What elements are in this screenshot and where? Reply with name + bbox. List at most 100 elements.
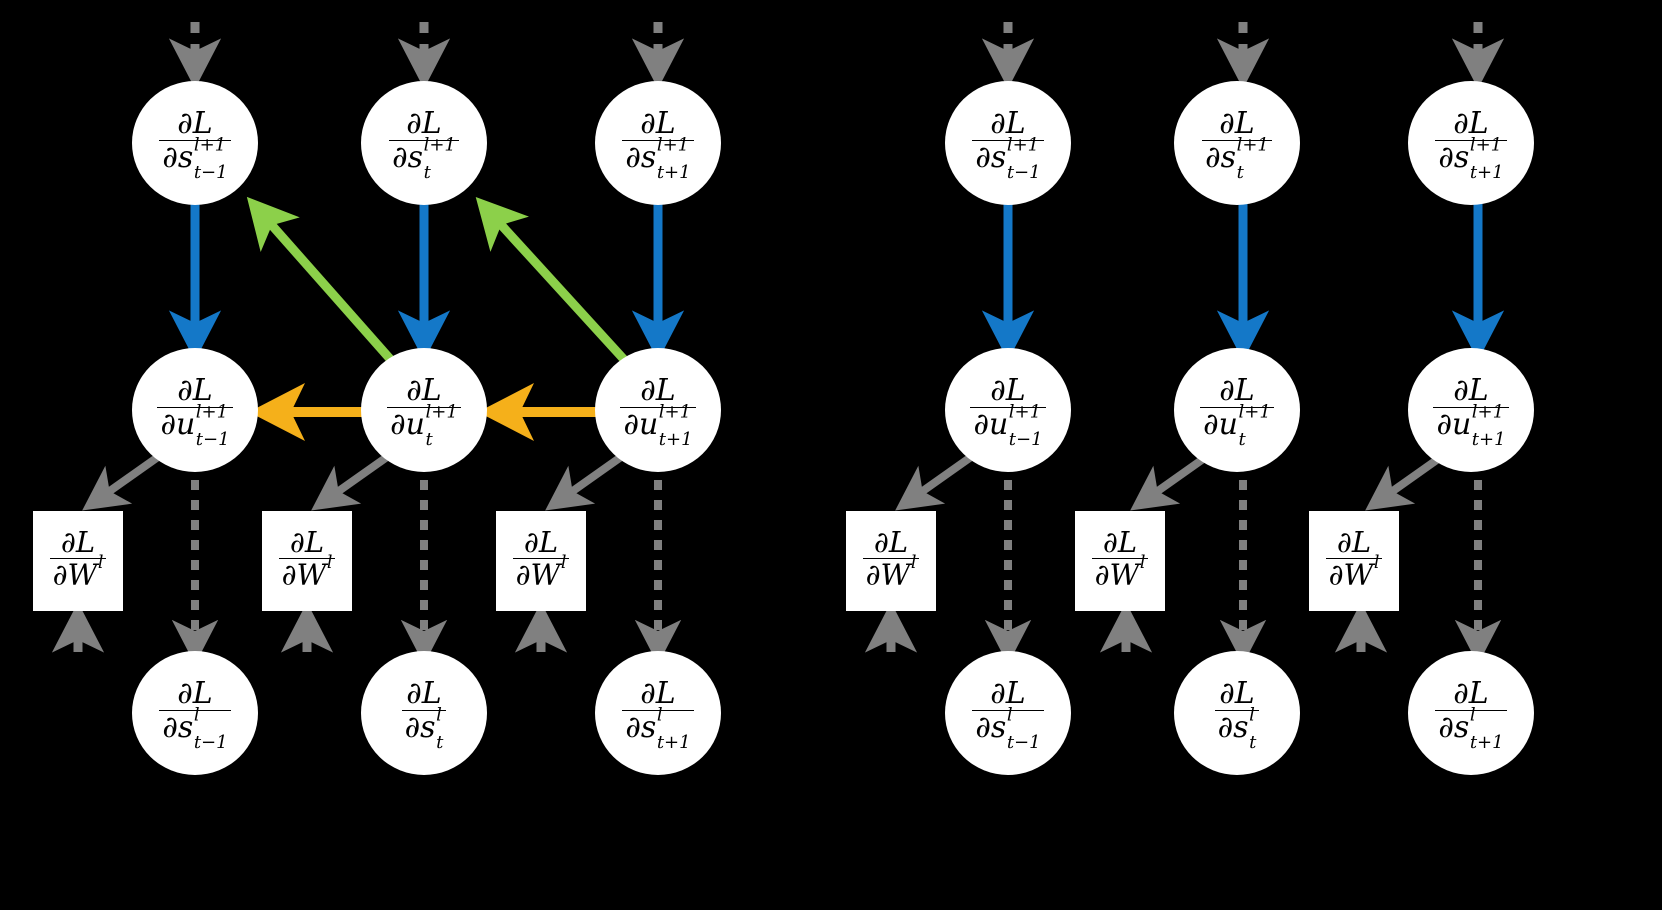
node-left-u-tminus1-formula-numerator: ∂L [177, 373, 213, 409]
node-left-s-upper-tminus1-formula-superscript: l+1 [193, 135, 227, 157]
blue-down-arrows-right [981, 198, 1505, 361]
node-right-s-lower-tminus1-formula-numerator: ∂L [990, 676, 1026, 712]
gray-dashed-down-left [171, 460, 682, 665]
gray-up-arrows-left [51, 602, 568, 653]
node-left-w-tplus1-formula-superscript: l [560, 553, 567, 574]
node-left-w-tplus1-formula-numerator: ∂L [523, 525, 559, 560]
incoming-dashed-arrows-right [981, 22, 1505, 89]
node-right-u-tminus1-formula-superscript: l+1 [1008, 402, 1042, 424]
node-left-w-tminus1-formula-superscript: l [97, 553, 104, 574]
green-diagonal-arrows-left [246, 196, 644, 381]
node-right-u-tplus1-formula-subscript: t+1 [1471, 428, 1506, 450]
node-left-w-t-formula-subscript [327, 581, 333, 598]
node-left-s-upper-tplus1-formula-numerator: ∂L [640, 106, 676, 142]
node-left-s-lower-tminus1-formula-superscript: l [193, 705, 200, 727]
node-right-s-upper-tminus1-formula-subscript: t−1 [1006, 161, 1041, 183]
gray-up-arrows-right [864, 602, 1388, 653]
node-right-s-upper-tplus1-formula-superscript: l+1 [1469, 135, 1503, 157]
node-left-u-tplus1-formula-numerator: ∂L [640, 373, 676, 409]
node-left-s-lower-t-formula-subscript: t [436, 731, 444, 753]
node-right-u-t-formula-subscript: t [1238, 428, 1246, 450]
node-right-s-upper-t-formula-subscript: t [1236, 161, 1244, 183]
node-left-s-lower-t-formula-superscript: l [436, 705, 442, 727]
blue-down-arrows-left [168, 198, 685, 361]
node-right-u-t-formula-superscript: l+1 [1238, 402, 1271, 424]
node-right-s-upper-t-formula-superscript: l+1 [1236, 135, 1269, 157]
node-right-w-tplus1-formula-subscript [1374, 581, 1380, 598]
node-right-s-lower-t-formula-numerator: ∂L [1219, 676, 1255, 712]
node-left-s-lower-tminus1-formula-numerator: ∂L [177, 676, 213, 712]
node-right-s-upper-t-formula-numerator: ∂L [1219, 106, 1255, 142]
node-left-w-t-formula-superscript: l [326, 553, 333, 574]
node-left-s-upper-tminus1-formula-subscript: t−1 [193, 161, 228, 183]
node-left-s-lower-t-formula-numerator: ∂L [406, 676, 442, 712]
node-left-w-tminus1-formula-subscript [98, 581, 104, 598]
node-left-w-tplus1-formula-subscript [561, 581, 567, 598]
node-left-u-t-formula-numerator: ∂L [406, 373, 442, 409]
node-right-w-tminus1-formula-superscript: l [910, 553, 917, 574]
node-left-s-lower-tplus1-formula-numerator: ∂L [640, 676, 676, 712]
node-right-s-upper-tminus1-formula-superscript: l+1 [1006, 135, 1040, 157]
node-right-u-tplus1-formula-superscript: l+1 [1471, 402, 1505, 424]
node-left-s-lower-tplus1-formula-superscript: l [656, 705, 663, 727]
node-right-s-lower-tminus1-formula-superscript: l [1006, 705, 1013, 727]
node-right-s-upper-tplus1-formula-numerator: ∂L [1453, 106, 1489, 142]
node-right-w-t-formula-subscript [1140, 581, 1146, 598]
node-right-s-upper-tplus1-formula-subscript: t+1 [1469, 161, 1504, 183]
node-right-s-lower-tminus1-formula-subscript: t−1 [1006, 731, 1041, 753]
node-left-w-tminus1-formula-numerator: ∂L [60, 525, 96, 560]
gray-diagonal-to-w-left [82, 448, 631, 511]
node-left-s-upper-tplus1-formula-superscript: l+1 [656, 135, 690, 157]
node-right-u-t-formula-numerator: ∂L [1219, 373, 1255, 409]
node-right-w-tminus1-formula-numerator: ∂L [873, 525, 909, 560]
node-left-u-t-formula-subscript: t [425, 428, 433, 450]
